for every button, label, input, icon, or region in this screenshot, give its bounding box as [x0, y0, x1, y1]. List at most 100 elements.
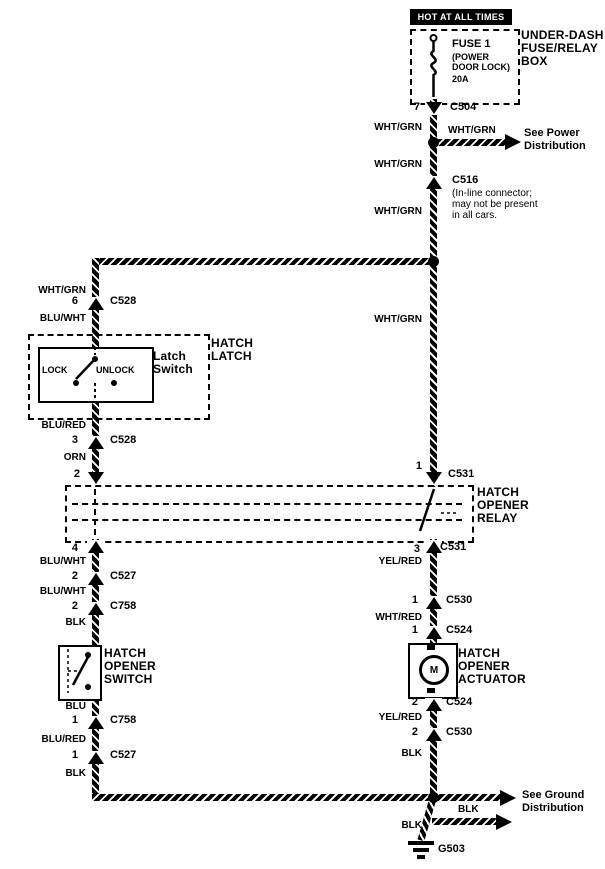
- wire-color-bluwht-latch: BLU/WHT: [39, 313, 86, 324]
- pin-6: 6: [71, 295, 78, 307]
- wire-color-bluwht-sw1: BLU/WHT: [39, 556, 86, 567]
- wire-power-main-vertical: [430, 99, 437, 487]
- wire-color-yelred-2: YEL/RED: [378, 712, 422, 723]
- latch-unlock-label: UNLOCK: [96, 365, 135, 375]
- wire-switch-to-ground-line: [92, 697, 99, 801]
- relay-title-line1: HATCH: [477, 485, 520, 499]
- pin-1-c527: 1: [71, 749, 78, 761]
- wire-color-bluwht-sw2: BLU/WHT: [39, 586, 86, 597]
- wire-color-blk-act: BLK: [401, 748, 422, 759]
- fuse-box-outline: [410, 29, 520, 105]
- see-ground-line2: Distribution: [522, 802, 584, 814]
- pin-2-c758: 2: [71, 600, 78, 612]
- connector-c530-top-label: C530: [446, 594, 473, 606]
- connector-c504-label: C504: [450, 101, 477, 113]
- connector-c527-bot-icon: [87, 751, 104, 764]
- connector-c530-bot-icon: [425, 728, 442, 741]
- pin-3-c528: 3: [71, 434, 78, 446]
- connector-c758-bot-icon: [87, 716, 104, 729]
- arrow-see-ground-icon: [500, 790, 516, 806]
- fusebox-label-line2: FUSE/RELAY: [521, 41, 598, 55]
- connector-c758-top-icon: [87, 602, 104, 615]
- wire-color-orn: ORN: [63, 452, 86, 463]
- pin-2-c530: 2: [411, 726, 418, 738]
- hatch-latch-title-line2: LATCH: [211, 349, 252, 363]
- relay-pin-1: 1: [415, 460, 422, 472]
- connector-c528-bot-label: C528: [110, 434, 137, 446]
- wire-color-whtgrn-3: WHT/GRN: [374, 206, 422, 217]
- wire-color-blured-latch: BLU/RED: [41, 420, 86, 431]
- arrow-see-power-icon: [505, 134, 521, 150]
- connector-c528-bot-icon: [87, 436, 104, 449]
- relay-title-line3: RELAY: [477, 511, 518, 525]
- wire-color-whtgrn-2: WHT/GRN: [374, 159, 422, 170]
- wire-power-distribution-branch: [437, 139, 507, 146]
- pin-1-c758: 1: [71, 714, 78, 726]
- connector-c516-icon: [425, 176, 442, 189]
- arrow-ground-stub-icon: [496, 814, 512, 830]
- c516-note-line3: in all cars.: [452, 210, 498, 221]
- relay-internal-line2: [72, 519, 462, 521]
- motor-symbol-icon: M: [419, 655, 449, 685]
- hatch-latch-title-line1: HATCH: [211, 336, 254, 350]
- relay-coil-line: [94, 489, 96, 535]
- fuse-detail-line2: DOOR LOCK): [452, 62, 510, 72]
- c516-note-line1: (In-line connector;: [452, 188, 533, 199]
- connector-c528-top-label: C528: [110, 295, 137, 307]
- fusebox-label-line3: BOX: [521, 54, 548, 68]
- fuse-rating: 20A: [452, 74, 469, 84]
- relay-pin4-arrow-icon: [87, 540, 104, 553]
- connector-c516-label: C516: [452, 174, 479, 186]
- connector-c530-bot-label: C530: [446, 726, 473, 738]
- relay-pin-2: 2: [73, 468, 80, 480]
- hatch-opener-relay-outline: [65, 485, 474, 543]
- pin-7: 7: [413, 101, 420, 113]
- see-ground-line1: See Ground: [522, 789, 585, 801]
- connector-c524-bot-icon: [425, 698, 442, 711]
- wire-branch-horizontal: [92, 258, 437, 265]
- fuse-symbol-icon: [429, 34, 438, 97]
- relay-pin3-arrow-icon: [425, 540, 442, 553]
- connector-c758-bot-label: C758: [110, 714, 137, 726]
- opener-switch-symbol-icon: [67, 649, 91, 693]
- relay-title-line2: OPENER: [477, 498, 529, 512]
- latch-switch-label-line2: Switch: [153, 362, 193, 376]
- ground-symbol-icon: [408, 841, 434, 859]
- pin-2-c524: 2: [411, 696, 418, 708]
- junction-dot-ground: [428, 792, 439, 803]
- actuator-title-line2: OPENER: [458, 659, 510, 673]
- wire-relay-to-switch: [92, 539, 99, 645]
- actuator-terminal-top: [427, 645, 435, 650]
- fusebox-label-line1: UNDER-DASH: [521, 28, 604, 42]
- relay-internal-line1: [72, 503, 462, 505]
- see-power-line2: Distribution: [524, 140, 586, 152]
- wire-color-whtred: WHT/RED: [375, 612, 422, 623]
- wire-relay-to-actuator: [430, 539, 437, 645]
- wire-color-yelred-1: YEL/RED: [378, 556, 422, 567]
- connector-c530-top-icon: [425, 596, 442, 609]
- connector-c527-bot-label: C527: [110, 749, 137, 761]
- connector-c524-bot-label: C524: [446, 696, 473, 708]
- latch-lock-label: LOCK: [42, 365, 68, 375]
- latch-switch-label-line1: Latch: [153, 349, 187, 363]
- connector-c528-top-icon: [87, 297, 104, 310]
- actuator-title-line3: ACTUATOR: [458, 672, 526, 686]
- pin-2-c527: 2: [71, 570, 78, 582]
- c516-note-line2: may not be present: [452, 199, 538, 210]
- connector-c527-top-label: C527: [110, 570, 137, 582]
- actuator-terminal-bottom: [427, 688, 435, 693]
- wire-ground-horizontal: [92, 794, 502, 801]
- relay-switch-arm-icon: [418, 488, 456, 532]
- hatch-latch-outline: [28, 334, 210, 420]
- wire-color-blk-ground: BLK: [401, 820, 422, 831]
- pin-1-c530: 1: [411, 594, 418, 606]
- wire-color-blu: BLU: [65, 701, 86, 712]
- connector-c531-bot-label: C531: [440, 541, 467, 553]
- wire-color-blk-sw2: BLK: [65, 768, 86, 779]
- wire-color-whtgrn-4: WHT/GRN: [374, 314, 422, 325]
- junction-dot-branch: [428, 256, 439, 267]
- connector-c758-top-label: C758: [110, 600, 137, 612]
- relay-pin-3: 3: [413, 543, 420, 555]
- wire-color-whtgrn-branch: WHT/GRN: [448, 125, 496, 136]
